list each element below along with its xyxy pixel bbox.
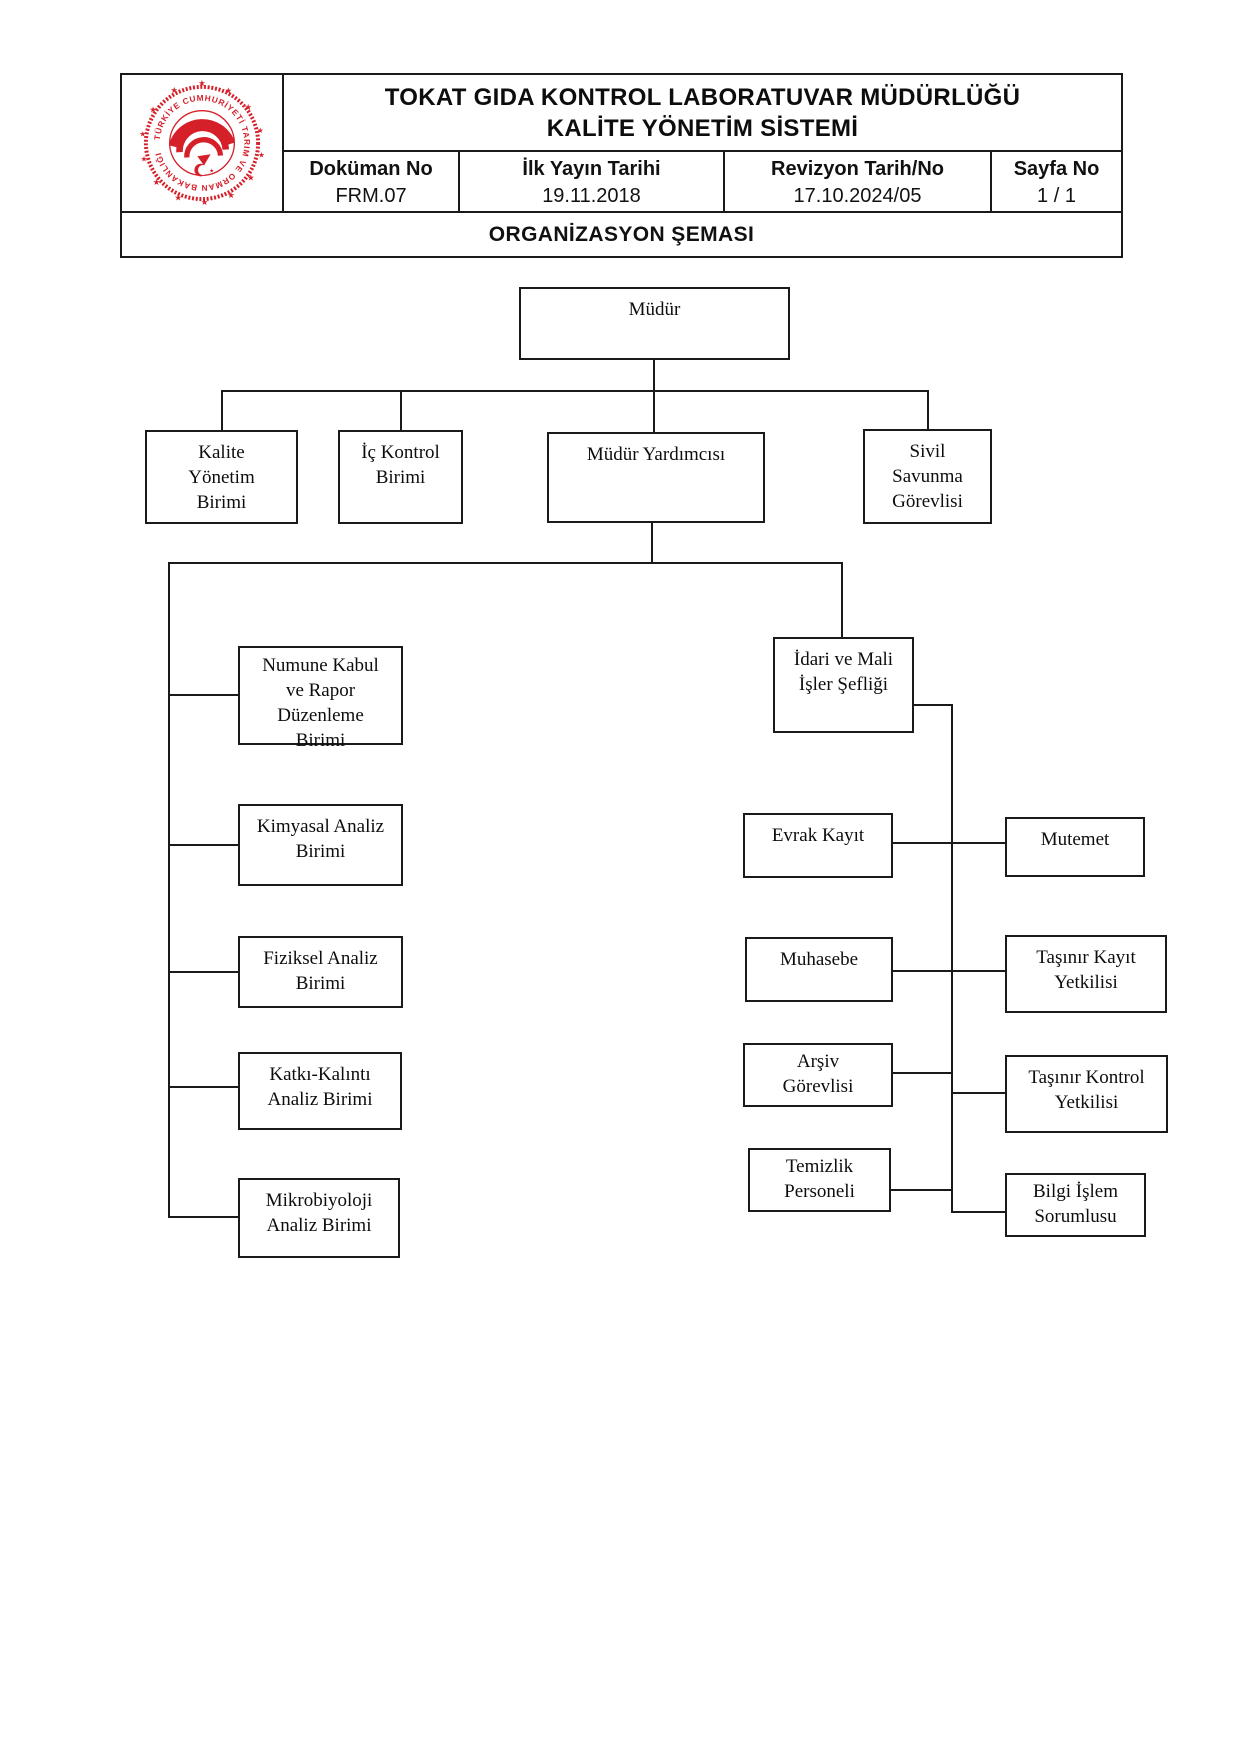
meta-cell-sayfa-no: Sayfa No 1 / 1 xyxy=(989,150,1124,213)
org-node-numune-kabul-birimi: Numune Kabul ve Rapor Düzenleme Birimi xyxy=(238,646,403,751)
document-header-table: ★★★ ★★ ★★★ ★★★ ★★★ TÜRKİYE CUMHURİYETİ T… xyxy=(119,73,1124,258)
org-node-arsiv-gorevlisi: Arşiv Görevlisi xyxy=(743,1043,893,1107)
svg-text:★: ★ xyxy=(225,86,233,96)
org-node-muhasebe: Muhasebe xyxy=(745,937,893,1002)
svg-text:★: ★ xyxy=(170,85,178,95)
meta-label: Doküman No xyxy=(309,158,433,180)
org-node-temizlik-personeli: Temizlik Personeli xyxy=(748,1148,891,1212)
org-node-label: Katkı-Kalıntı Analiz Birimi xyxy=(267,1064,373,1110)
org-node-evrak-kayit: Evrak Kayıt xyxy=(743,813,893,878)
org-node-ic-kontrol-birimi: İç Kontrol Birimi xyxy=(338,430,463,524)
meta-cell-revizyon-tarih-no: Revizyon Tarih/No 17.10.2024/05 xyxy=(723,150,992,213)
org-node-mutemet: Mutemet xyxy=(1005,817,1145,877)
meta-label: İlk Yayın Tarihi xyxy=(522,158,661,180)
svg-text:★: ★ xyxy=(153,177,161,187)
org-node-label: Fiziksel Analiz Birimi xyxy=(263,948,378,994)
org-node-label: Müdür xyxy=(628,299,681,320)
document-title-line2: KALİTE YÖNETİM SİSTEMİ xyxy=(546,114,859,142)
emblem-rope-ring xyxy=(143,84,261,202)
svg-text:★: ★ xyxy=(149,105,157,115)
svg-text:★: ★ xyxy=(244,102,252,112)
meta-label: Sayfa No xyxy=(1013,158,1100,180)
emblem-wing xyxy=(168,119,236,166)
org-node-idari-ve-mali-isler-sefligi: İdari ve Mali İşler Şefliği xyxy=(773,637,914,733)
meta-value: 17.10.2024/05 xyxy=(793,185,922,207)
meta-cell-dokuman-no: Doküman No FRM.07 xyxy=(282,150,460,213)
org-node-tasinir-kayit-yetkilisi: Taşınır Kayıt Yetkilisi xyxy=(1005,935,1167,1013)
org-node-label: Evrak Kayıt xyxy=(771,825,865,846)
svg-text:★: ★ xyxy=(257,126,264,135)
org-node-label: Muhasebe xyxy=(779,949,859,970)
meta-value: 19.11.2018 xyxy=(542,185,641,207)
org-node-label: Mikrobiyoloji Analiz Birimi xyxy=(265,1190,373,1236)
logo-cell: ★★★ ★★ ★★★ ★★★ ★★★ TÜRKİYE CUMHURİYETİ T… xyxy=(120,73,284,213)
meta-cell-ilk-yayin-tarihi: İlk Yayın Tarihi 19.11.2018 xyxy=(458,150,725,213)
org-node-label: Arşiv Görevlisi xyxy=(782,1051,854,1097)
svg-text:★: ★ xyxy=(201,197,209,207)
org-node-label: Taşınır Kontrol Yetkilisi xyxy=(1028,1067,1145,1113)
org-node-label: Müdür Yardımcısı xyxy=(586,444,726,465)
org-node-kalite-yonetim-birimi: Kalite Yönetim Birimi xyxy=(145,430,298,524)
org-node-label: Mutemet xyxy=(1040,829,1110,850)
org-node-label: Taşınır Kayıt Yetkilisi xyxy=(1036,947,1136,993)
document-title-line1: TOKAT GIDA KONTROL LABORATUVAR MÜDÜRLÜĞÜ xyxy=(384,83,1021,111)
org-node-mudur: Müdür xyxy=(519,287,790,360)
org-node-mikrobiyoloji-analiz-birimi: Mikrobiyoloji Analiz Birimi xyxy=(238,1178,400,1258)
svg-text:★: ★ xyxy=(209,169,214,175)
org-node-label: Kalite Yönetim Birimi xyxy=(188,442,255,513)
org-node-kimyasal-analiz-birimi: Kimyasal Analiz Birimi xyxy=(238,804,403,886)
document-title: TOKAT GIDA KONTROL LABORATUVAR MÜDÜRLÜĞÜ… xyxy=(281,73,1124,152)
org-node-label: Sivil Savunma Görevlisi xyxy=(892,441,963,512)
svg-text:★: ★ xyxy=(258,151,265,160)
meta-value: 1 / 1 xyxy=(1037,185,1076,207)
ministry-emblem-icon: ★★★ ★★ ★★★ ★★★ ★★★ TÜRKİYE CUMHURİYETİ T… xyxy=(139,78,264,207)
emblem-crescent-icon: ★ xyxy=(194,163,214,177)
meta-value: FRM.07 xyxy=(335,185,407,207)
org-node-bilgi-islem-sorumlusu: Bilgi İşlem Sorumlusu xyxy=(1005,1173,1146,1237)
svg-text:★: ★ xyxy=(247,173,255,183)
org-node-fiziksel-analiz-birimi: Fiziksel Analiz Birimi xyxy=(238,936,403,1008)
svg-text:★: ★ xyxy=(198,78,206,88)
org-node-label: Bilgi İşlem Sorumlusu xyxy=(1033,1181,1118,1227)
svg-text:★: ★ xyxy=(141,154,148,163)
svg-text:★: ★ xyxy=(139,129,146,138)
org-node-label: Temizlik Personeli xyxy=(784,1156,855,1202)
org-node-label: Kimyasal Analiz Birimi xyxy=(256,816,385,862)
org-node-tasinir-kontrol-yetkilisi: Taşınır Kontrol Yetkilisi xyxy=(1005,1055,1168,1133)
org-node-katki-kalinti-analiz-birimi: Katkı-Kalıntı Analiz Birimi xyxy=(238,1052,402,1130)
meta-label: Revizyon Tarih/No xyxy=(771,158,944,180)
org-node-mudur-yardimcisi: Müdür Yardımcısı xyxy=(547,432,765,523)
svg-text:★: ★ xyxy=(227,190,235,200)
svg-text:★: ★ xyxy=(174,192,182,202)
org-node-label: İdari ve Mali İşler Şefliği xyxy=(793,649,894,695)
org-node-label: Numune Kabul ve Rapor Düzenleme Birimi xyxy=(262,655,379,751)
form-title: ORGANİZASYON ŞEMASI xyxy=(119,211,1124,258)
emblem-star-ring: ★ ★ ★ ★ ★ ★ ★ ★ ★ ★ ★ ★ ★ ★ xyxy=(139,78,264,207)
org-node-label: İç Kontrol Birimi xyxy=(361,442,440,488)
org-node-sivil-savunma-gorevlisi: Sivil Savunma Görevlisi xyxy=(863,429,992,524)
